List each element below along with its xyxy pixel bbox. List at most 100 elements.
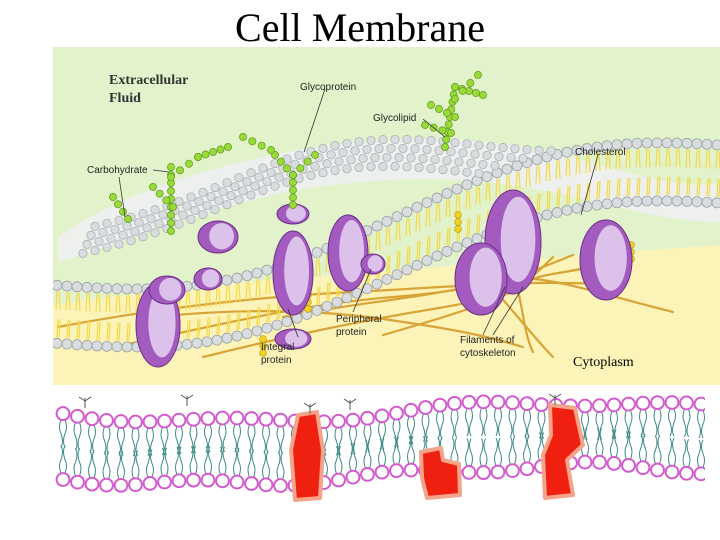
lipid-tail	[428, 236, 431, 255]
schematic-sugar-chain	[343, 398, 357, 410]
phospholipid-head	[190, 205, 200, 215]
integral-protein-highlight	[500, 196, 536, 283]
schematic-lipid-head	[650, 395, 665, 411]
phospholipid-head	[541, 209, 553, 221]
schematic-integral-protein	[289, 410, 325, 502]
phospholipid-head	[111, 283, 123, 295]
lipid-tail	[638, 177, 641, 196]
sugar-bead	[438, 126, 447, 135]
phospholipid-head	[251, 267, 263, 279]
phospholipid-head	[234, 173, 244, 183]
lipid-tail	[58, 319, 61, 338]
sugar-bead	[289, 193, 297, 202]
phospholipid-head	[462, 167, 472, 177]
phospholipid-head	[150, 205, 160, 215]
phospholipid-head	[231, 272, 243, 284]
phospholipid-head	[701, 138, 713, 150]
schematic-lipid-head	[99, 477, 114, 493]
schematic-lipid-tail	[527, 434, 531, 463]
sugar-bead	[185, 159, 193, 168]
lipid-tail	[78, 292, 81, 311]
schematic-lipid-tail	[494, 437, 498, 467]
lipid-tail	[86, 321, 89, 340]
phospholipid-head	[111, 341, 123, 353]
phospholipid-head	[150, 228, 160, 238]
schematic-lipid-tail	[73, 422, 78, 451]
schematic-lipid-tail	[121, 427, 125, 456]
lipid-tail	[188, 292, 191, 311]
cholesterol-molecule	[304, 305, 312, 313]
lipid-tail	[658, 176, 661, 195]
lipid-tail	[398, 222, 401, 241]
lipid-tail	[685, 149, 688, 168]
phospholipid-head	[402, 162, 412, 172]
schematic-lipid-head	[635, 460, 651, 476]
phospholipid-head	[641, 137, 653, 149]
phospholipid-head	[81, 339, 93, 351]
lipid-tail	[628, 149, 631, 168]
schematic-lipid-tail	[653, 435, 658, 465]
schematic-lipid-head	[403, 402, 419, 418]
sugar-bead	[167, 227, 175, 235]
schematic-lipid-tail	[701, 439, 705, 469]
lipid-tail	[415, 213, 418, 232]
schematic-sugar-chain	[548, 393, 562, 405]
lipid-tail	[245, 281, 248, 300]
lipid-tail	[115, 294, 118, 313]
sugar-bead	[119, 207, 127, 216]
schematic-lipid-head	[84, 411, 100, 427]
schematic-lipid-tail	[697, 439, 701, 469]
phospholipid-head	[242, 177, 252, 187]
phospholipid-head	[246, 168, 256, 178]
lipid-tail	[135, 294, 138, 313]
phospholipid-head	[386, 143, 396, 153]
phospholipid-head	[451, 241, 463, 253]
schematic-lipid-head	[55, 406, 71, 421]
lipid-tail	[588, 182, 591, 201]
lipid-tail	[518, 171, 521, 190]
schematic-lipid-tail	[396, 436, 401, 465]
lipid-tail	[626, 177, 629, 196]
lipid-tail	[186, 320, 189, 339]
lipid-tail	[458, 194, 461, 214]
phospholipid-head	[130, 227, 140, 237]
schematic-lipid-head	[55, 472, 71, 487]
phospholipid-head	[601, 198, 613, 210]
lipid-tail	[206, 317, 209, 336]
schematic-lipid-tail	[668, 437, 672, 467]
schematic-lipid-head	[142, 476, 158, 491]
lipid-tail	[618, 178, 621, 197]
cholesterol-molecule	[454, 225, 462, 233]
lipid-tail	[538, 193, 541, 212]
sugar-bead	[169, 203, 177, 211]
phospholipid-head	[226, 191, 236, 201]
lipid-tail	[246, 309, 249, 328]
lipid-tail	[395, 222, 398, 241]
sugar-bead	[167, 211, 175, 219]
phospholipid-head	[342, 138, 352, 149]
phospholipid-head	[631, 195, 643, 207]
cytoplasm-label: Cytoplasm	[573, 355, 634, 370]
lipid-tail	[636, 177, 639, 196]
schematic-integral-protein	[419, 446, 462, 500]
phospholipid-head	[181, 338, 193, 350]
schematic-lipid-tail	[614, 429, 618, 458]
schematic-lipid-tail	[338, 445, 343, 475]
phospholipid-head	[230, 182, 240, 192]
lipid-tail	[56, 319, 59, 338]
schematic-membrane-svg	[55, 393, 709, 502]
lipid-tail	[578, 156, 581, 175]
schematic-lipid-head	[635, 395, 651, 411]
schematic-lipid-tail	[237, 423, 241, 453]
phospholipid-head	[438, 165, 448, 175]
schematic-lipid-tail	[686, 408, 691, 438]
schematic-lipid-tail	[218, 446, 223, 475]
lipid-tail	[638, 149, 641, 168]
schematic-lipid-head	[577, 454, 593, 470]
lipid-tail	[418, 241, 421, 260]
schematic-lipid-tail	[92, 449, 96, 479]
schematic-lipid-head	[244, 411, 259, 426]
lipid-tail	[255, 278, 258, 298]
sugar-bead	[216, 145, 225, 154]
lipid-tail	[196, 319, 199, 338]
